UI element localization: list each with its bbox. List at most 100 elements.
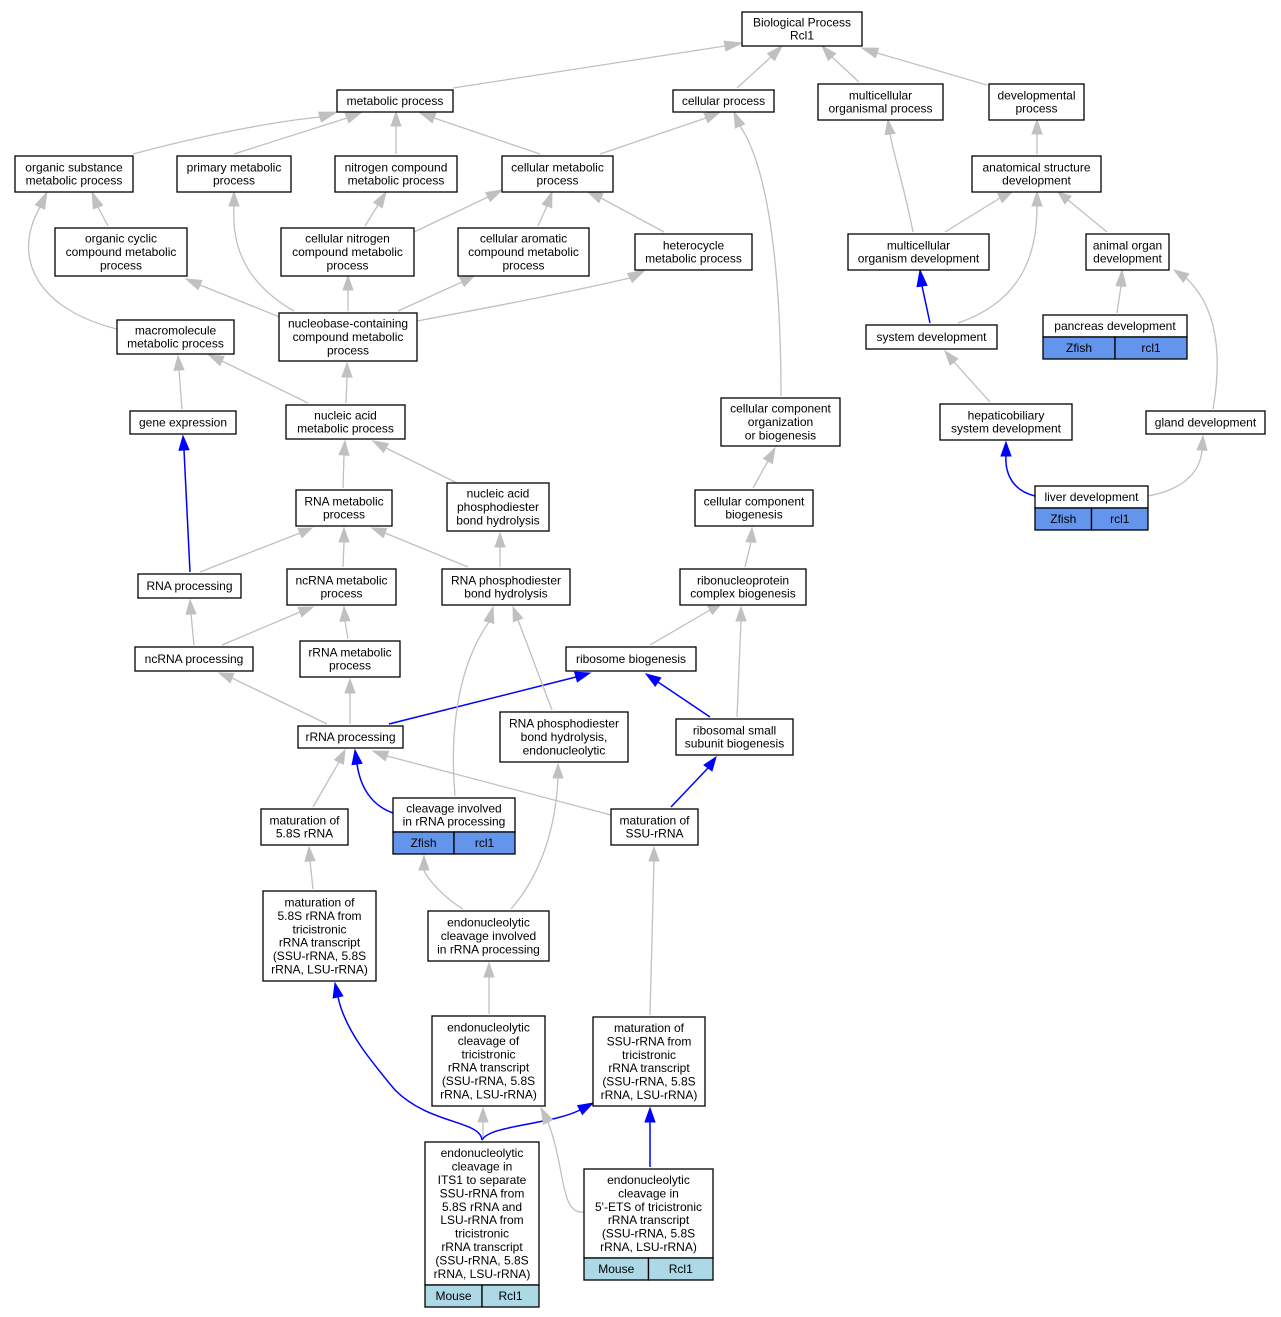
node-label-line: ribosomal small [693,723,776,737]
go-term-node-rrna_processing[interactable]: rRNA processing [297,725,404,749]
go-term-node-mat_58s[interactable]: maturation of5.8S rRNA [260,808,349,846]
edge-line [342,454,345,489]
go-term-node-mat_58s_tri[interactable]: maturation of5.8S rRNA fromtricistronicr… [262,890,377,982]
node-box [129,410,237,435]
edge-arrowhead [733,110,746,129]
node-box [278,312,418,362]
node-label-line: RNA phosphodiester [451,573,561,587]
edge-multicell_dev-to-anat_struct [944,191,1014,233]
species-tag-label: Zfish [1066,341,1092,355]
node-label-line: (SSU-rRNA, 5.8S [602,1075,695,1089]
node-label-line: endonucleolytic [441,1146,524,1160]
edge-rrna_met-to-ncrna_met [339,605,351,640]
node-box [285,404,406,440]
edge-arrowhead [342,274,354,291]
node-label-line: or biogenesis [745,428,816,442]
edge-cleavage_rrna-to-rna_phospho [452,605,495,797]
edge-nucleobase-to-cell_nitrogen [342,274,354,311]
node-label-line: compound metabolic [468,245,579,259]
go-term-node-ncrna_processing[interactable]: ncRNA processing [134,646,254,672]
edge-line [547,1121,585,1213]
edge-line [752,460,769,489]
edge-gene_expr-to-macromolecule [173,354,185,410]
edge-liver-to-gland [1147,434,1208,497]
gene-tag-label: Rcl1 [498,1289,522,1303]
go-term-node-system_dev[interactable]: system development [865,324,998,350]
edge-line [744,541,752,568]
edge-line [190,613,195,646]
go-term-node-ribosome_bio[interactable]: ribosome biogenesis [565,646,697,672]
edge-cellular_met-to-cellular [599,111,722,155]
node-label-line: bond hydrolysis [464,587,547,601]
edge-line [309,860,314,890]
node-label-line: Biological Process [753,15,851,29]
node-label-line: tricistronic [455,1227,509,1241]
go-term-node-cellular[interactable]: cellular process [672,89,775,113]
node-box [280,227,415,277]
node-label-line: ITS1 to separate [438,1173,527,1187]
node-box [675,718,794,756]
edge-rrna_processing-to-ncrna_processing [217,672,328,725]
edge-nitrogen_comp-to-metabolic [390,110,402,154]
node-label-line: bond hydrolysis [456,513,539,527]
node-label-line: ribosome biogenesis [576,652,686,666]
go-term-node-gland[interactable]: gland development [1145,410,1266,435]
edge-rrna_processing-to-ribosome_bio [388,671,592,725]
node-box [741,11,863,47]
go-term-node-metabolic[interactable]: metabolic process [336,89,454,113]
node-box [939,403,1073,441]
edge-nucleic_acid-to-nucleobase [341,361,353,404]
node-label-line: bond hydrolysis, [521,730,608,744]
edge-arrowhead [341,361,353,378]
node-label-line: organic cyclic [85,232,157,246]
edge-gland-to-animal_organ [1172,269,1218,410]
gene-tag-cell [1114,336,1188,360]
node-label-line: organic substance [25,160,123,174]
edge-system_dev-to-anat_struct [957,190,1043,324]
node-label-line: SSU-rRNA from [440,1186,525,1200]
edge-line [132,116,321,155]
go-term-node-gene_expr[interactable]: gene expression [129,410,237,435]
edge-arrowhead [1056,191,1072,205]
edge-mat_58s-to-rrna_processing [312,748,346,808]
go-term-node-rna_processing[interactable]: RNA processing [137,573,242,599]
node-label-line: process [326,258,368,272]
